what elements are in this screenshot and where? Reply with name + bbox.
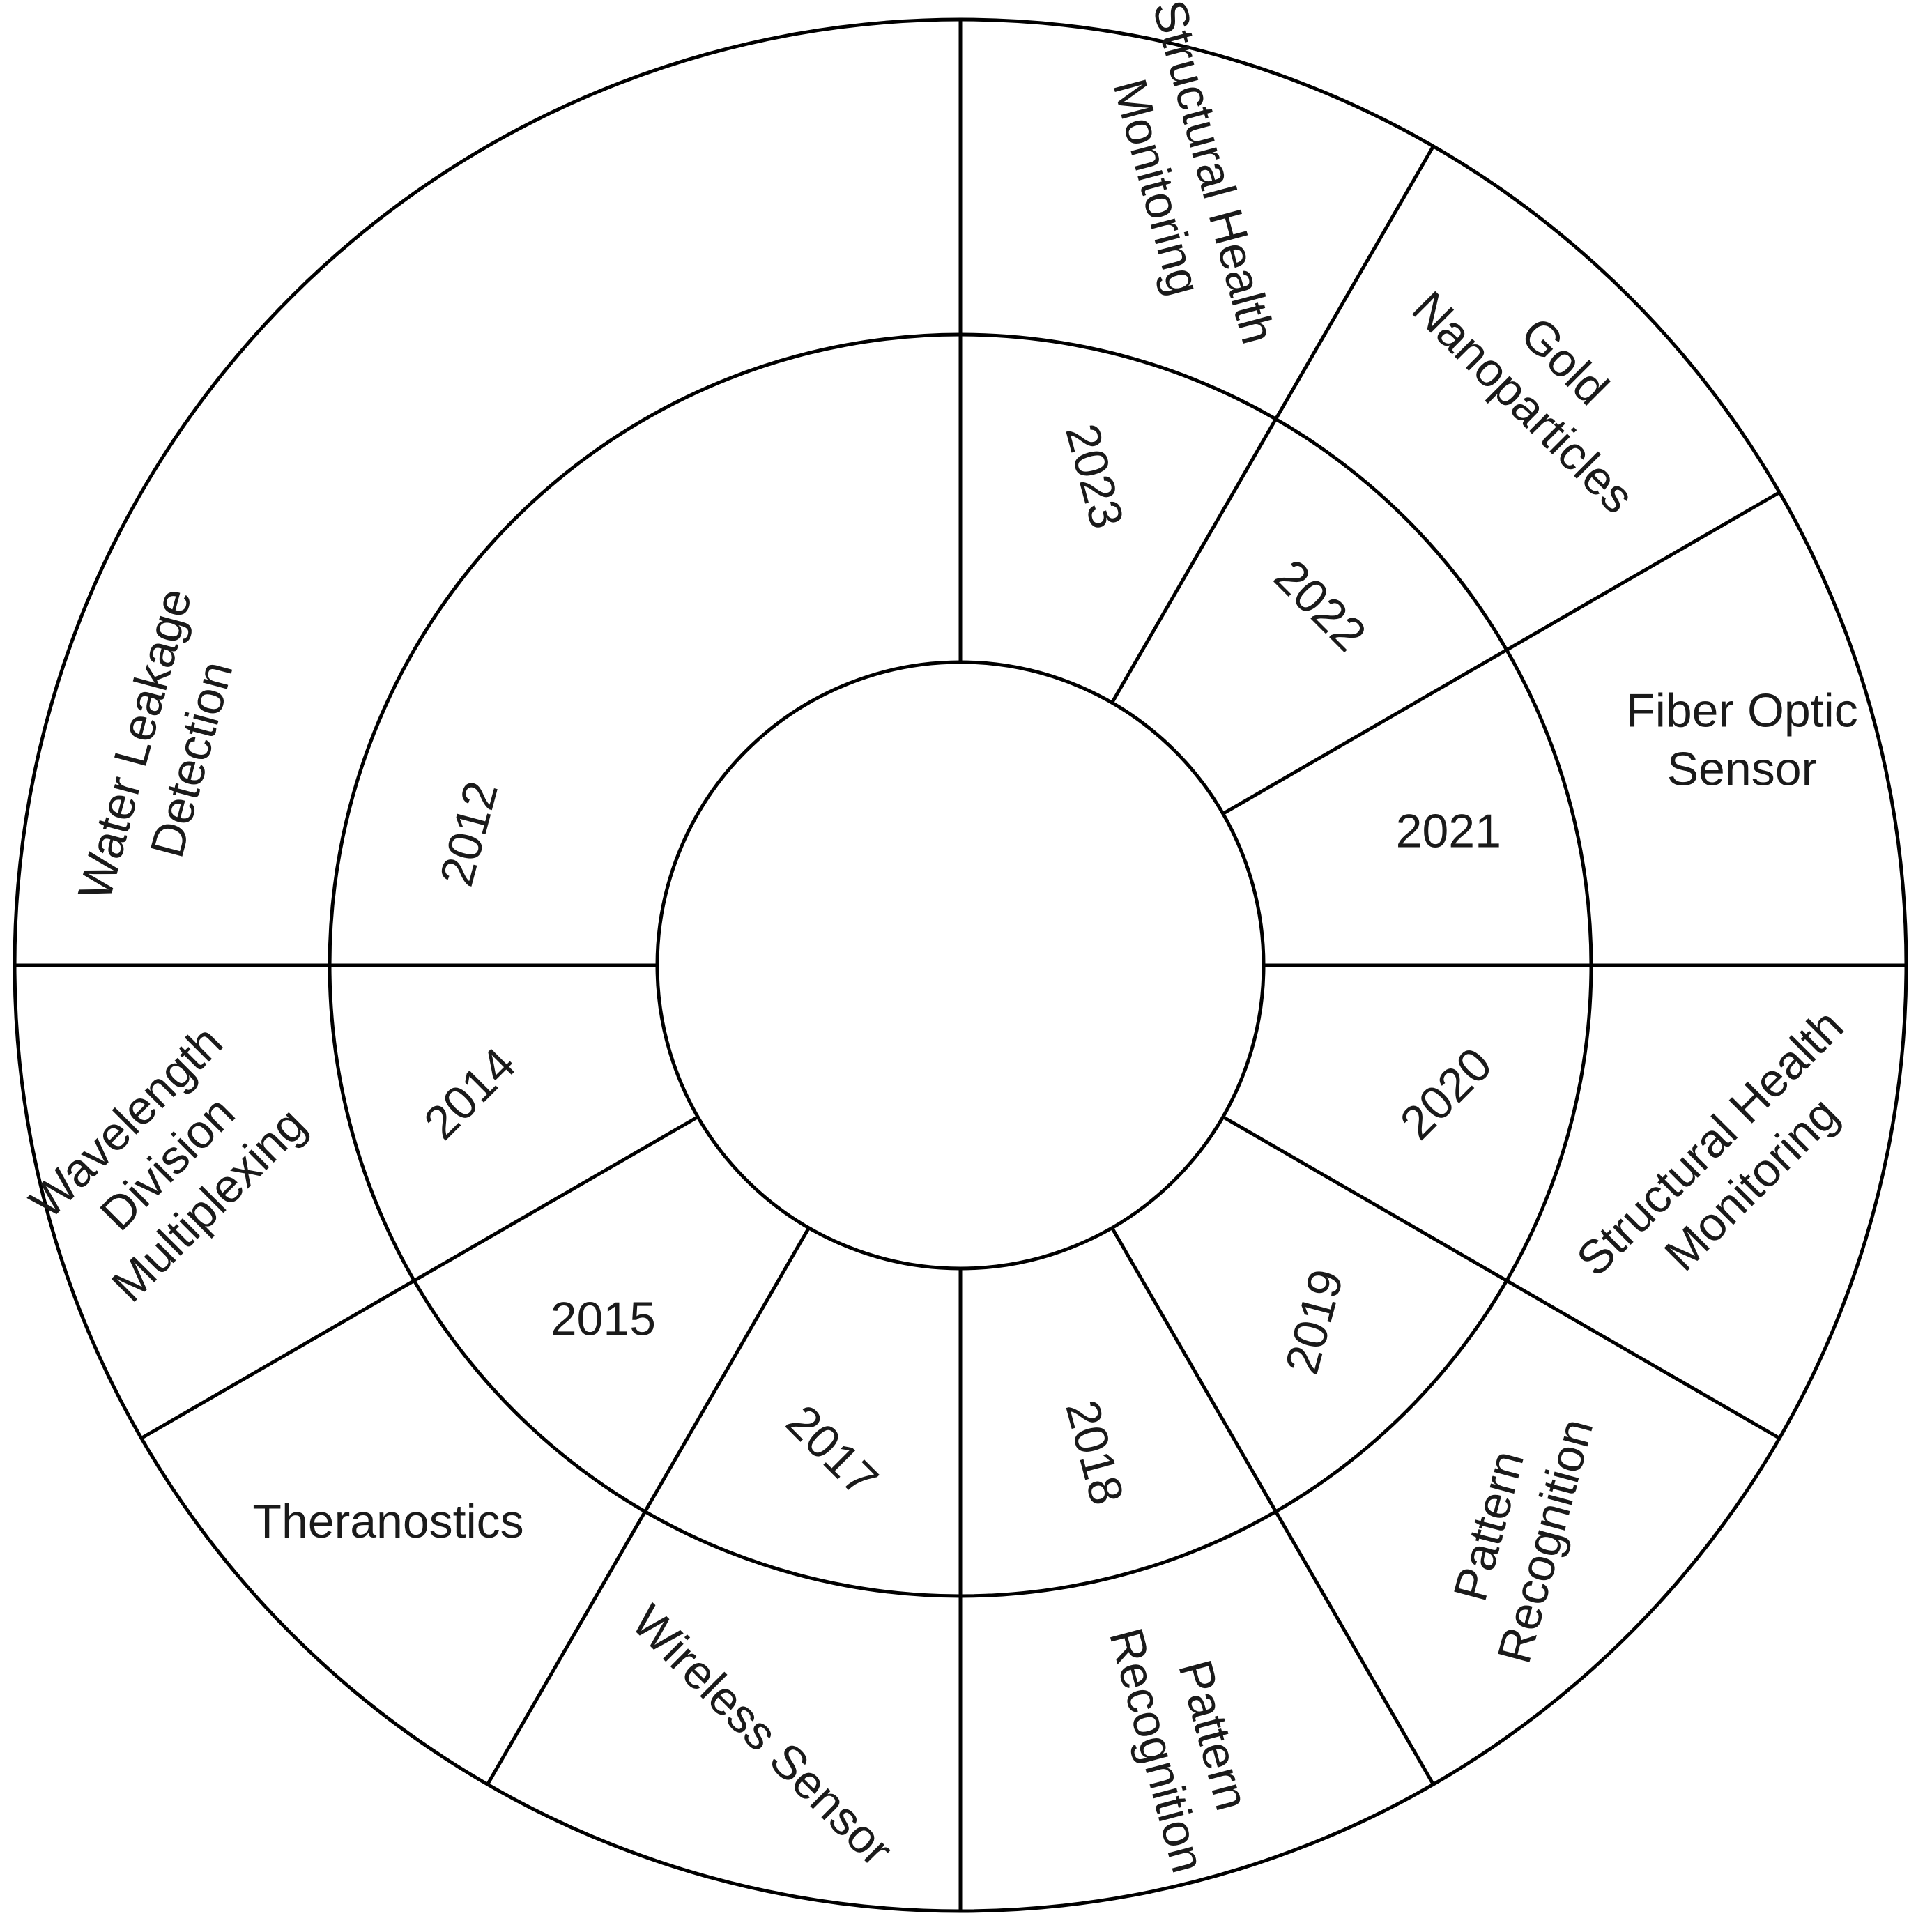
sector-divider (1223, 1117, 1779, 1439)
year-label-2023: 2023 (1055, 419, 1134, 535)
topic-label-2: Theranostics (252, 1495, 523, 1548)
topic-label-8: GoldNanoparticles (1402, 240, 1686, 523)
year-label-2012: 2012 (430, 776, 509, 891)
sector-divider (141, 1117, 698, 1439)
topic-label-4: PatternRecognition (1099, 1607, 1271, 1878)
year-label-2017: 2017 (776, 1395, 889, 1507)
year-label-2020: 2020 (1390, 1038, 1502, 1150)
topic-label-6: Structural HealthMonitoring (1567, 999, 1895, 1328)
topic-label-3: Wireless Sensor (622, 1595, 903, 1876)
year-label-2019: 2019 (1275, 1264, 1354, 1379)
year-label-2014: 2014 (414, 1038, 526, 1150)
year-label-2018: 2018 (1055, 1395, 1134, 1510)
sector-divider-lines (15, 20, 1906, 1911)
sector-divider (1112, 1228, 1434, 1784)
sector-divider (1112, 146, 1434, 703)
year-label-2022: 2022 (1264, 549, 1377, 661)
inner-hub-circle (657, 662, 1264, 1268)
topic-label-9: Structural HealthMonitoring (1086, 0, 1285, 365)
year-label-2021: 2021 (1396, 804, 1501, 857)
topic-label-0: Water LeakageDetection (68, 583, 259, 920)
sector-divider (1223, 493, 1779, 814)
sector-divider (488, 1228, 809, 1784)
topic-label-5: PatternRecognition (1431, 1398, 1603, 1669)
year-label-2015: 2015 (551, 1293, 656, 1346)
